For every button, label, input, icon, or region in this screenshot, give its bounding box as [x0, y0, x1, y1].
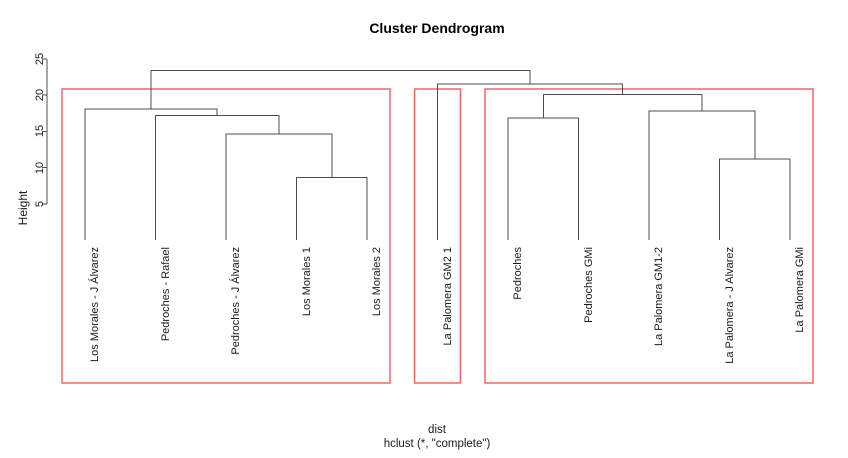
- y-tick-label: 15: [34, 125, 46, 138]
- leaf-label: Pedroches - Rafael: [159, 247, 172, 342]
- method-caption: hclust (*, "complete"): [383, 438, 491, 450]
- dendrogram-lines: [84, 69, 791, 240]
- leaf-label: Los Morales 1: [300, 247, 313, 317]
- leaf-label: La Palomera - J Alvarez: [723, 247, 736, 364]
- leaf-label: Los Morales 2: [371, 247, 383, 317]
- leaf-label: La Palomera GM1-2: [653, 247, 665, 347]
- y-tick-label: 10: [34, 161, 46, 174]
- leaf-label: La Palomera GMi: [794, 247, 806, 333]
- y-axis-title: Height: [16, 190, 30, 226]
- cluster-box: [484, 88, 814, 384]
- chart-title: Cluster Dendrogram: [369, 20, 505, 36]
- y-tick-label: 20: [34, 88, 46, 102]
- y-tick-label: 25: [34, 52, 46, 65]
- cluster-box: [61, 88, 391, 384]
- leaf-label: Los Morales - J Álvarez: [89, 247, 101, 362]
- leaf-label: Pedroches GMi: [582, 247, 595, 323]
- leaf-label: Pedroches: [512, 247, 524, 300]
- y-tick-label: 5: [34, 200, 46, 207]
- leaf-label: Pedroches - J Álvarez: [230, 247, 242, 355]
- x-axis-label: dist: [428, 424, 446, 436]
- leaf-label: La Palomera GM2 1: [441, 247, 454, 346]
